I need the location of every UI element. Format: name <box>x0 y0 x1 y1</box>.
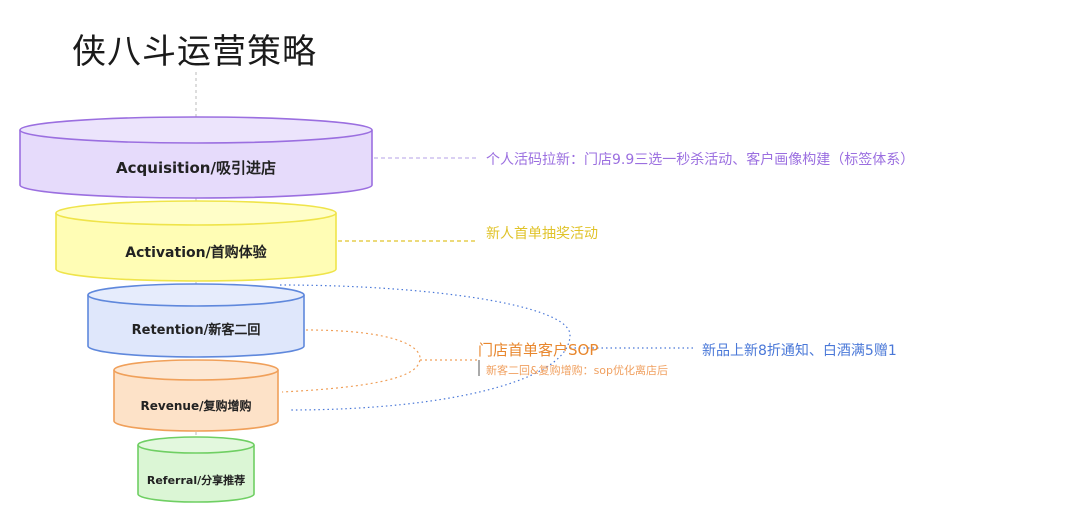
annotation-sop-bar <box>478 360 480 376</box>
stage-referral-label: Referral/分享推荐 <box>147 473 245 487</box>
stage-retention[interactable]: Retention/新客二回 <box>87 283 305 358</box>
annotation-store-sop-sub: 新客二回&复购增购：sop优化离店后 <box>486 364 669 377</box>
annotation-acquisition: 个人活码拉新：门店9.9三选一秒杀活动、客户画像构建（标签体系） <box>486 152 915 168</box>
stage-referral[interactable]: Referral/分享推荐 <box>137 436 255 503</box>
stage-acquisition-label: Acquisition/吸引进店 <box>116 159 276 177</box>
stage-revenue[interactable]: Revenue/复购增购 <box>113 359 279 432</box>
stage-retention-label: Retention/新客二回 <box>132 322 261 338</box>
stage-revenue-label: Revenue/复购增购 <box>141 398 252 413</box>
stage-activation-label: Activation/首购体验 <box>125 244 267 261</box>
stage-activation[interactable]: Activation/首购体验 <box>55 200 337 282</box>
stage-acquisition[interactable]: Acquisition/吸引进店 <box>19 116 373 199</box>
annotation-store-sop: 门店首单客户SOP <box>478 341 599 359</box>
connector-sop-bracket <box>281 329 421 393</box>
annotation-new-product: 新品上新8折通知、白酒满5赠1 <box>702 343 897 359</box>
annotation-activation: 新人首单抽奖活动 <box>486 226 598 242</box>
connector-newprod-bracket <box>279 284 571 411</box>
page-title: 侠八斗运营策略 <box>72 32 317 72</box>
